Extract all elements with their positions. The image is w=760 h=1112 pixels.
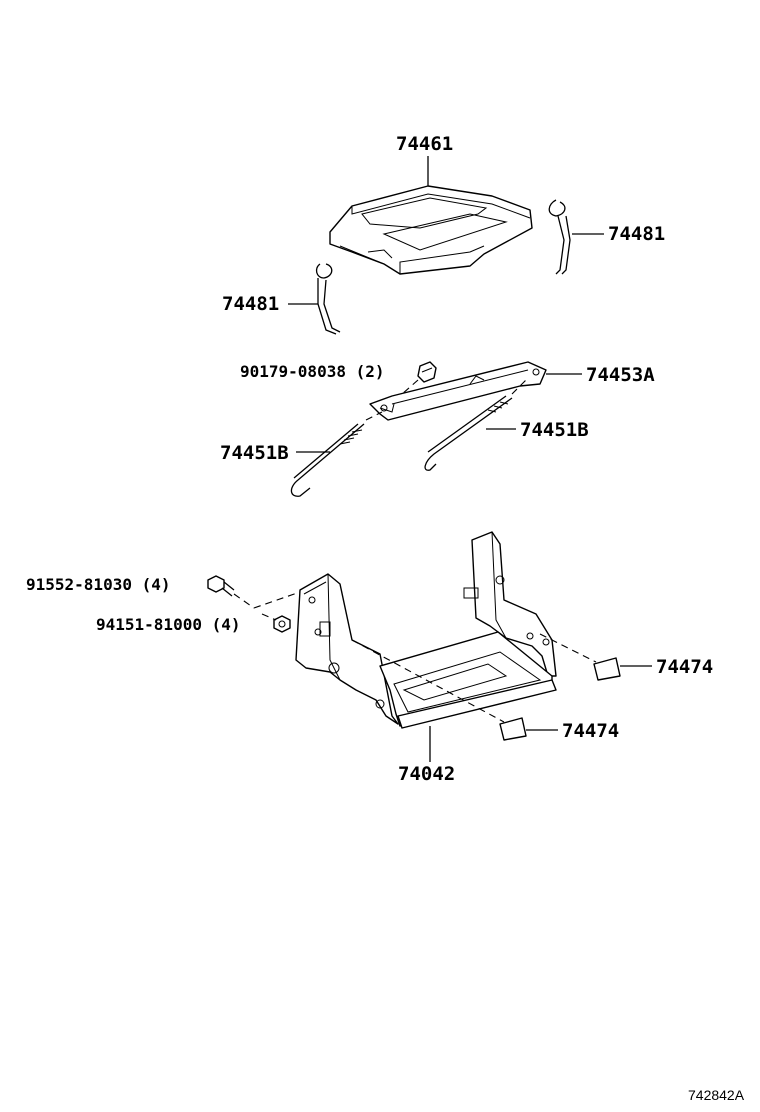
battery-cover — [329, 185, 533, 275]
rod-right — [424, 395, 513, 471]
label-74042: 74042 — [398, 763, 455, 785]
label-94151-81000: 94151-81000 (4) — [96, 615, 241, 634]
drawing-code: 742842A — [688, 1087, 745, 1103]
label-74461: 74461 — [396, 133, 453, 155]
label-74451B-left: 74451B — [220, 442, 289, 464]
label-74481-right: 74481 — [608, 223, 665, 245]
label-90179-08038: 90179-08038 (2) — [240, 362, 385, 381]
clamp-left — [315, 263, 341, 335]
clamp-right — [548, 199, 571, 275]
hold-down-bracket — [369, 361, 547, 421]
label-74453A: 74453A — [586, 364, 655, 386]
nut-upper — [417, 361, 437, 383]
rod-left — [290, 423, 365, 497]
label-91552-81030: 91552-81030 (4) — [26, 575, 171, 594]
label-74474-lower: 74474 — [562, 720, 619, 742]
label-74451B-right: 74451B — [520, 419, 589, 441]
nut-lower — [273, 615, 291, 633]
label-74481-left: 74481 — [222, 293, 279, 315]
pad-lower — [499, 717, 527, 741]
pad-right — [593, 657, 621, 681]
battery-tray — [295, 531, 557, 729]
label-74474-right: 74474 — [656, 656, 713, 678]
bolt — [207, 575, 235, 597]
